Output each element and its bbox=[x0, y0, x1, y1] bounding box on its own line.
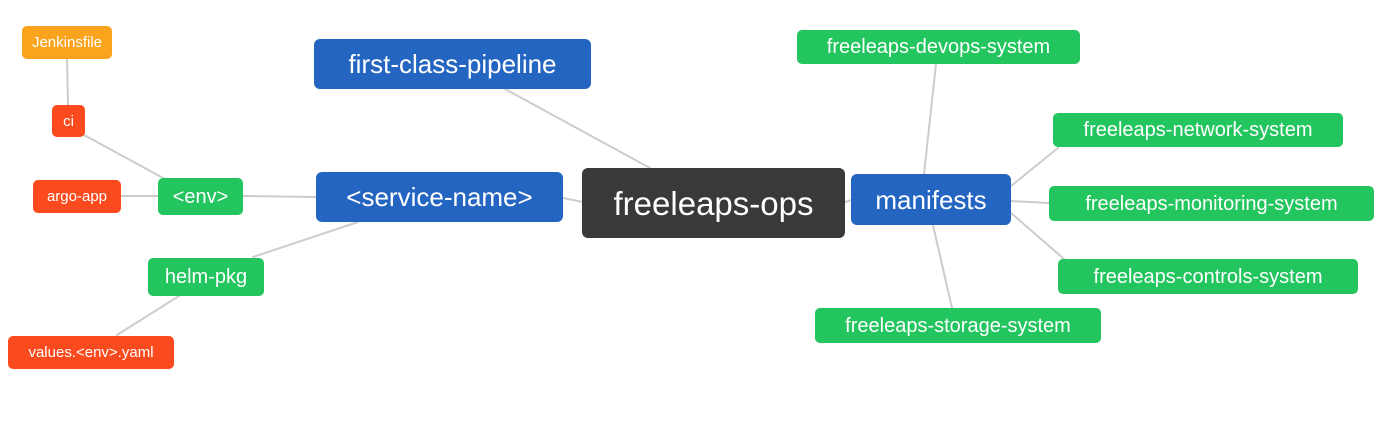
node-manifests[interactable]: manifests bbox=[851, 174, 1011, 225]
edge-manifests-devops bbox=[923, 63, 937, 175]
edge-servicename-ops bbox=[562, 197, 584, 203]
node-freeleaps-devops-system[interactable]: freeleaps-devops-system bbox=[797, 30, 1080, 64]
edge-pipeline-ops bbox=[504, 88, 651, 169]
node-first-class-pipeline[interactable]: first-class-pipeline bbox=[314, 39, 591, 89]
node-helm-pkg[interactable]: helm-pkg bbox=[148, 258, 264, 296]
node-argo-app[interactable]: argo-app bbox=[33, 180, 121, 213]
node-values-env-yaml[interactable]: values.<env>.yaml bbox=[8, 336, 174, 369]
edge-jenkinsfile-ci bbox=[66, 58, 69, 106]
node-ci[interactable]: ci bbox=[52, 105, 85, 137]
edge-ci-env bbox=[83, 134, 166, 180]
edge-manifests-storage bbox=[932, 224, 953, 309]
edge-helmpkg-servicename bbox=[252, 221, 359, 258]
node-freeleaps-storage-system[interactable]: freeleaps-storage-system bbox=[815, 308, 1101, 343]
edge-manifests-network bbox=[1010, 147, 1059, 187]
node-freeleaps-network-system[interactable]: freeleaps-network-system bbox=[1053, 113, 1343, 147]
edge-env-servicename bbox=[242, 195, 317, 198]
edge-manifests-monitoring bbox=[1010, 200, 1050, 204]
node-service-name[interactable]: <service-name> bbox=[316, 172, 563, 222]
edge-values-helmpkg bbox=[116, 295, 180, 336]
node-jenkinsfile[interactable]: Jenkinsfile bbox=[22, 26, 112, 59]
node-freeleaps-monitoring-system[interactable]: freeleaps-monitoring-system bbox=[1049, 186, 1374, 221]
node-freeleaps-controls-system[interactable]: freeleaps-controls-system bbox=[1058, 259, 1358, 294]
node-freeleaps-ops-root[interactable]: freeleaps-ops bbox=[582, 168, 845, 238]
node-env[interactable]: <env> bbox=[158, 178, 243, 215]
